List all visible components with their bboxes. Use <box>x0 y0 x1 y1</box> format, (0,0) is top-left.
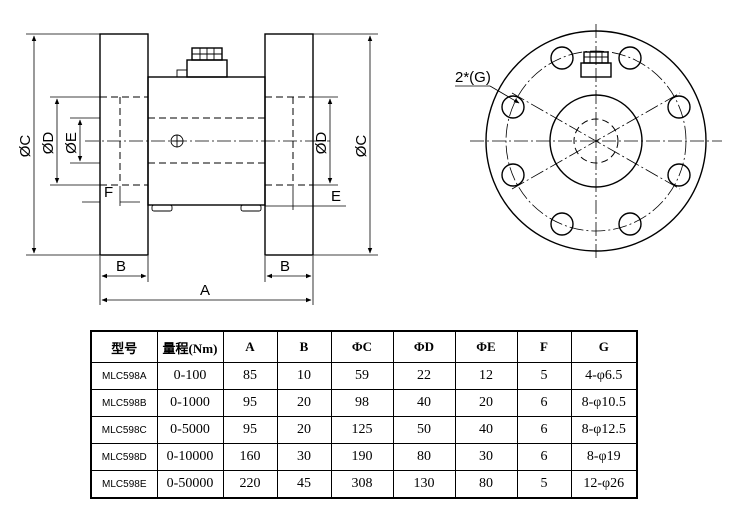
phi-e-label: ØE <box>63 132 80 154</box>
connector <box>176 47 228 78</box>
table-cell: MLC598A <box>90 362 158 390</box>
table-cell: 95 <box>222 389 278 417</box>
b-right-label: B <box>280 258 290 275</box>
table-header-row: 型号 量程(Nm) A B ΦC ΦD ΦE F G <box>90 330 638 363</box>
front-view: 2*(G) <box>455 24 722 258</box>
table-cell: 85 <box>222 362 278 390</box>
table-cell: MLC598E <box>90 470 158 499</box>
table-row: MLC598A 0-100 85 10 59 22 12 5 4-φ6.5 <box>90 362 638 390</box>
header-cell: 量程(Nm) <box>156 330 224 363</box>
table-cell: 0-10000 <box>156 443 224 471</box>
table-cell: MLC598C <box>90 416 158 444</box>
table-cell: 5 <box>516 470 572 499</box>
table-cell: 4-φ6.5 <box>570 362 638 390</box>
header-cell: ΦC <box>330 330 394 363</box>
table-cell: 12 <box>454 362 518 390</box>
table-cell: 190 <box>330 443 394 471</box>
table-cell: 130 <box>392 470 456 499</box>
table-cell: 160 <box>222 443 278 471</box>
table-cell: 95 <box>222 416 278 444</box>
a-label: A <box>200 282 210 299</box>
table-cell: 50 <box>392 416 456 444</box>
table-cell: 59 <box>330 362 394 390</box>
header-cell: B <box>276 330 332 363</box>
table-cell: 98 <box>330 389 394 417</box>
table-cell: 40 <box>454 416 518 444</box>
header-cell: ΦE <box>454 330 518 363</box>
table-cell: 8-φ10.5 <box>570 389 638 417</box>
phi-c-left-label: ØC <box>17 135 34 158</box>
table-cell: 220 <box>222 470 278 499</box>
phi-d-right-label: ØD <box>313 132 330 155</box>
table-cell: 0-1000 <box>156 389 224 417</box>
table-cell: 30 <box>276 443 332 471</box>
header-cell: ΦD <box>392 330 456 363</box>
header-cell: 型号 <box>90 330 158 363</box>
table-row: MLC598B 0-1000 95 20 98 40 20 6 8-φ10.5 <box>90 389 638 417</box>
table-cell: MLC598D <box>90 443 158 471</box>
table-row: MLC598E 0-50000 220 45 308 130 80 5 12-φ… <box>90 470 638 499</box>
b-left-label: B <box>116 258 126 275</box>
e-label: E <box>331 188 341 205</box>
header-cell: G <box>570 330 638 363</box>
table-cell: 5 <box>516 362 572 390</box>
header-cell: A <box>222 330 278 363</box>
f-label: F <box>104 184 113 201</box>
table-cell: 8-φ12.5 <box>570 416 638 444</box>
table-row: MLC598D 0-10000 160 30 190 80 30 6 8-φ19 <box>90 443 638 471</box>
technical-drawing: ØC ØD ØE F ØD ØC E B <box>17 24 722 305</box>
right-flange <box>264 33 314 256</box>
table-cell: 6 <box>516 389 572 417</box>
left-flange <box>99 33 149 256</box>
table-cell: 20 <box>454 389 518 417</box>
table-cell: 0-50000 <box>156 470 224 499</box>
table-cell: 6 <box>516 443 572 471</box>
front-connector <box>580 51 612 78</box>
phi-d-left-label: ØD <box>40 132 57 155</box>
table-cell: 10 <box>276 362 332 390</box>
table-cell: 80 <box>454 470 518 499</box>
header-cell: F <box>516 330 572 363</box>
table-cell: 45 <box>276 470 332 499</box>
table-cell: 0-100 <box>156 362 224 390</box>
table-cell: 0-5000 <box>156 416 224 444</box>
spec-table: 型号 量程(Nm) A B ΦC ΦD ΦE F G MLC598A 0-100… <box>90 330 638 499</box>
table-cell: 125 <box>330 416 394 444</box>
g-hole-label: 2*(G) <box>455 69 491 86</box>
table-cell: 6 <box>516 416 572 444</box>
table-cell: 20 <box>276 416 332 444</box>
table-cell: 30 <box>454 443 518 471</box>
table-row: MLC598C 0-5000 95 20 125 50 40 6 8-φ12.5 <box>90 416 638 444</box>
table-cell: 8-φ19 <box>570 443 638 471</box>
phi-c-right-label: ØC <box>353 135 370 158</box>
table-cell: 22 <box>392 362 456 390</box>
table-cell: MLC598B <box>90 389 158 417</box>
table-cell: 20 <box>276 389 332 417</box>
table-cell: 40 <box>392 389 456 417</box>
table-cell: 12-φ26 <box>570 470 638 499</box>
side-view: ØC ØD ØE F ØD ØC E B <box>17 33 378 305</box>
table-cell: 80 <box>392 443 456 471</box>
table-cell: 308 <box>330 470 394 499</box>
